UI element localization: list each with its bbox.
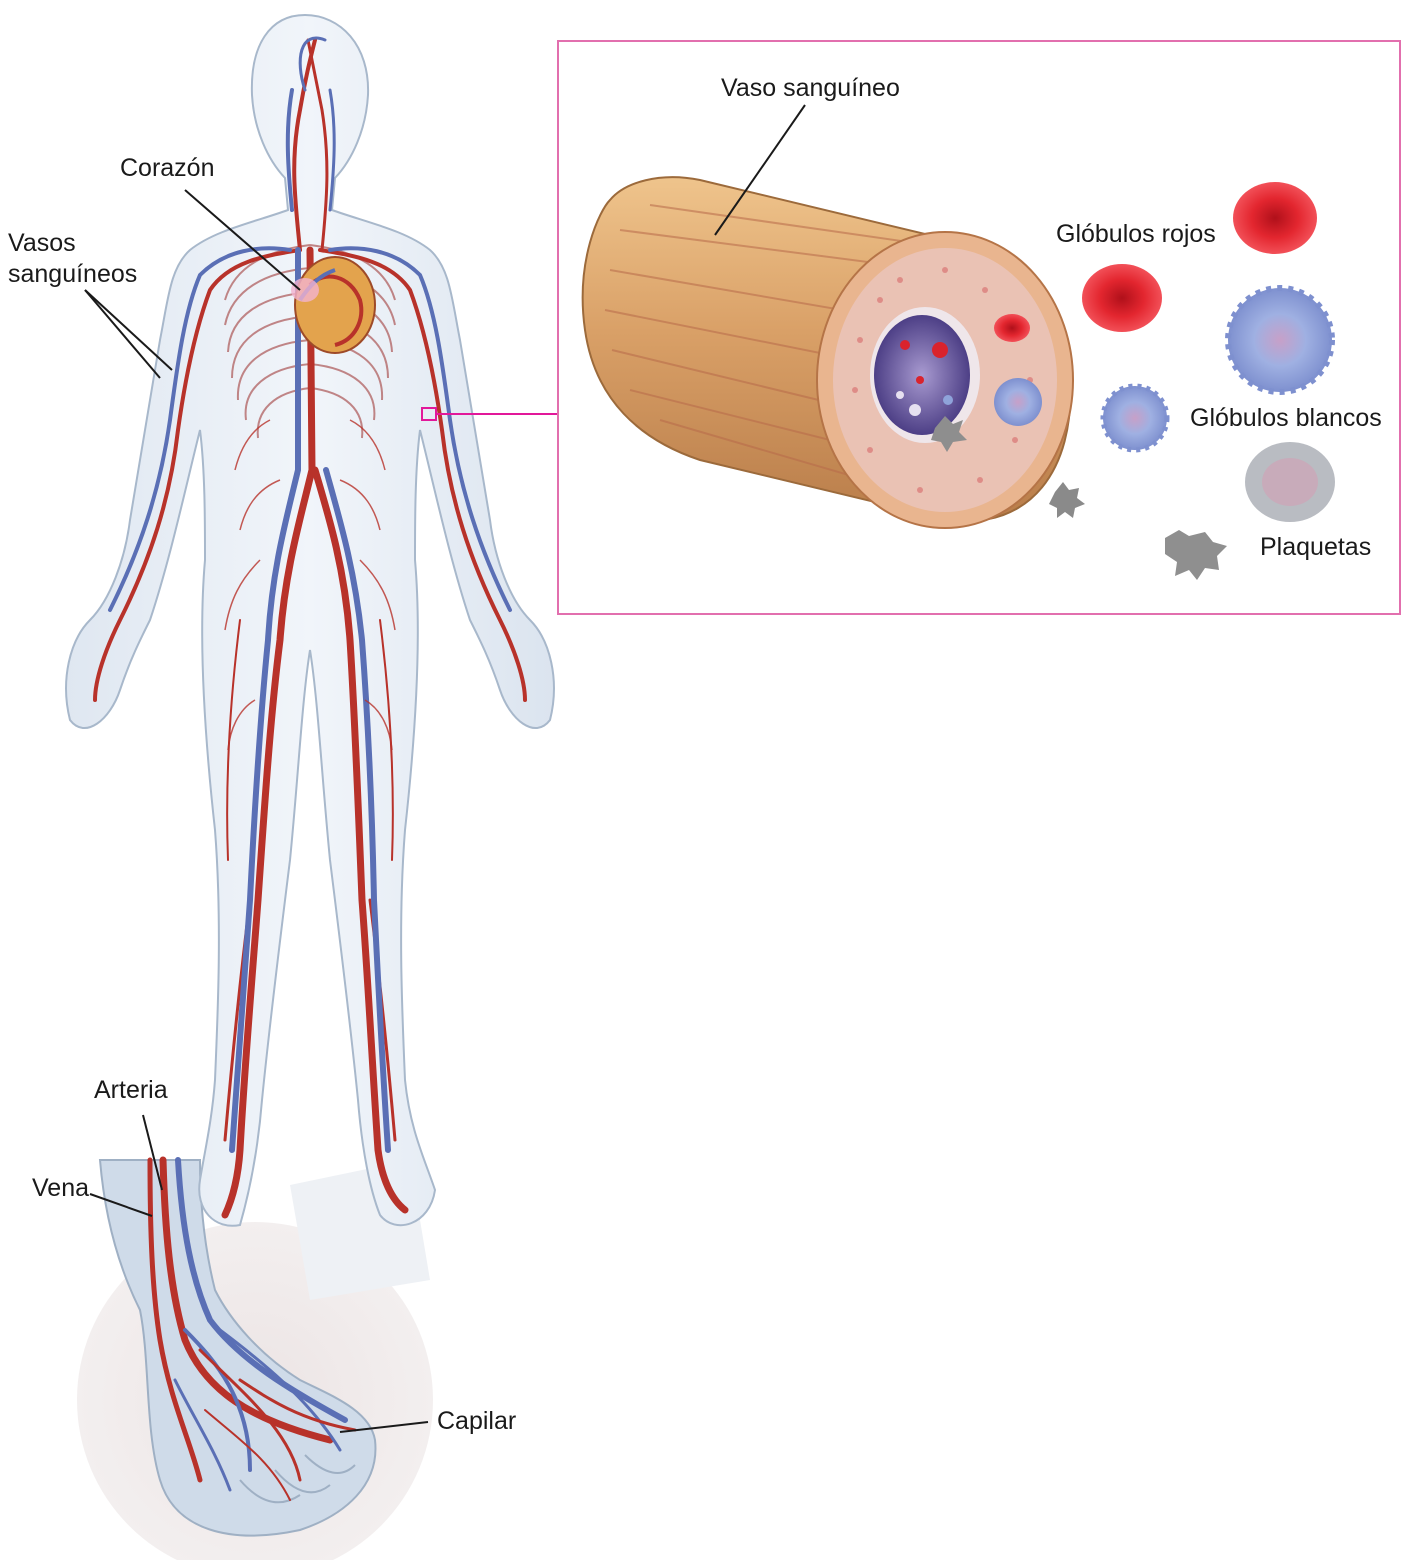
label-capillary: Capilar [437,1405,516,1437]
label-blood-vessel: Vaso sanguíneo [721,72,900,104]
label-vessels-line1: Vasos [8,227,76,259]
foot-closeup [77,1160,433,1560]
label-artery: Arteria [94,1074,168,1106]
label-white-cells: Glóbulos blancos [1190,402,1382,434]
vessels-leader-line [85,290,172,370]
label-platelets: Plaquetas [1260,531,1371,563]
label-heart: Corazón [120,152,215,184]
inset-frame [557,40,1401,615]
human-body [66,15,554,1226]
label-vein: Vena [32,1172,89,1204]
vessels-leader-line [85,290,160,378]
label-vessels-line2: sanguíneos [8,258,137,290]
label-red-cells: Glóbulos rojos [1056,218,1216,250]
body-silhouette [66,15,554,1226]
